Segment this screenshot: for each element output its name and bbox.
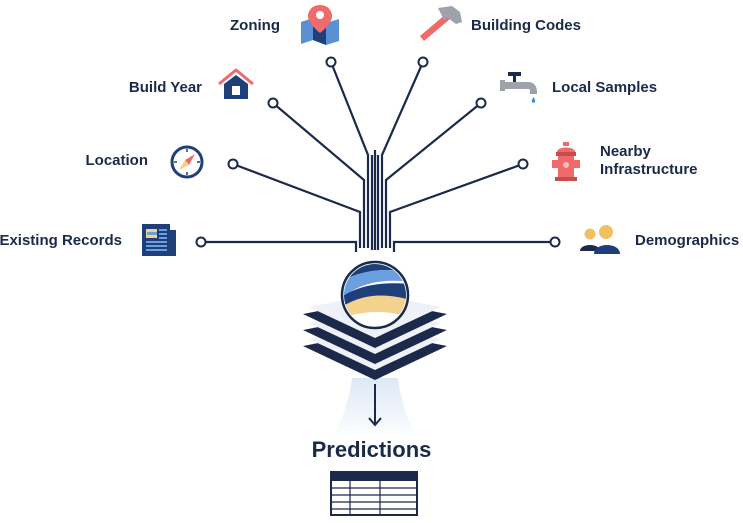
label-existing-records: Existing Records: [0, 232, 122, 249]
connector-existing-records: [201, 240, 358, 252]
table-icon: [330, 471, 418, 516]
output-arrow: [368, 384, 382, 427]
label-location: Location: [85, 152, 149, 169]
connector-building-codes: [380, 61, 425, 248]
label-building-codes: Building Codes: [471, 17, 581, 34]
label-nearby-infrastructure-line2: Infrastructure: [600, 161, 698, 178]
house-icon: [218, 68, 254, 99]
people-icon: [580, 225, 620, 254]
label-zoning: Zoning: [230, 17, 280, 34]
connector-demographics: [392, 240, 555, 252]
connector-nearby-infrastructure: [388, 162, 524, 248]
fire-hydrant-icon: [552, 142, 580, 181]
connector-endpoints: [195, 56, 561, 248]
connector-lines: [201, 61, 555, 252]
label-nearby-infrastructure: Nearby Infrastructure: [600, 143, 698, 179]
label-build-year: Build Year: [128, 79, 202, 96]
connector-build-year: [272, 102, 366, 248]
compass-icon: [170, 145, 204, 179]
connector-location: [232, 162, 362, 248]
label-local-samples: Local Samples: [552, 79, 658, 96]
connector-zoning: [329, 61, 370, 248]
faucet-icon: [500, 72, 537, 103]
hammer-icon: [420, 6, 462, 41]
label-demographics: Demographics: [635, 232, 740, 249]
predictions-title: Predictions: [311, 437, 432, 462]
connector-local-samples: [384, 102, 482, 248]
newspaper-icon: [142, 224, 176, 256]
label-nearby-infrastructure-line1: Nearby: [600, 143, 651, 160]
model-layers-icon: [303, 260, 447, 380]
map-pin-icon: [301, 5, 339, 45]
